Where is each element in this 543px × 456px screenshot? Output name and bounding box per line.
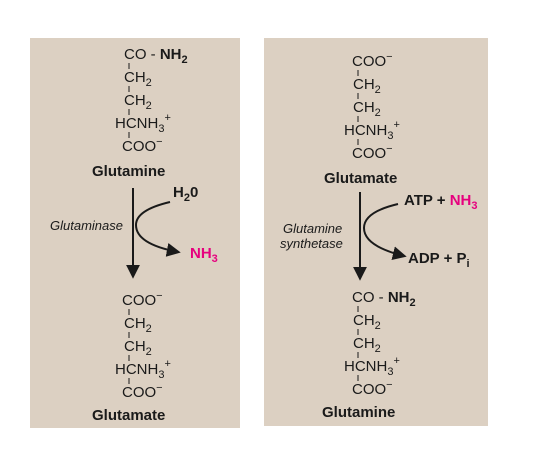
glutamate-name-label: Glutamate <box>92 407 165 424</box>
svg-text:CH2: CH2 <box>124 69 152 89</box>
svg-text:COO−: COO− <box>352 143 393 162</box>
adp-pi-label: ADP + Pi <box>408 250 470 270</box>
amide-group-label: NH <box>160 46 182 63</box>
water-label: H20 <box>173 184 198 204</box>
svg-text:CH2: CH2 <box>353 335 381 355</box>
svg-text:COO−: COO− <box>122 382 163 401</box>
glutamine-synthetase-panel: COO− CH2 CH2 HCNH3+ COO− Glutamate ATP +… <box>264 38 488 426</box>
side-arrow <box>362 203 407 261</box>
svg-text:HCNH3+: HCNH3+ <box>344 355 400 378</box>
svg-text:CH2: CH2 <box>124 92 152 112</box>
glutamine-name-label: Glutamine <box>322 404 395 421</box>
enzyme-label-line1: Glutamine <box>283 221 342 236</box>
enzyme-label-line2: synthetase <box>280 236 343 251</box>
amide-group-label: NH <box>388 289 410 306</box>
svg-text:HCNH3+: HCNH3+ <box>344 119 400 142</box>
glutamine-structure-bottom: CO - NH2 CH2 CH2 HCNH3+ COO− Glutamine <box>322 289 416 421</box>
glutamate-structure-top: COO− CH2 CH2 HCNH3+ COO− Glutamate <box>324 51 400 187</box>
svg-text:CO - NH2: CO - NH2 <box>352 289 416 309</box>
svg-text:CH2: CH2 <box>124 338 152 358</box>
svg-text:CH2: CH2 <box>124 315 152 335</box>
glutaminase-panel: CO - NH2 CH2 CH2 HCNH3+ COO− Glutamine H… <box>30 38 240 428</box>
svg-text:CH2: CH2 <box>353 312 381 332</box>
glutaminase-enzyme-label: Glutaminase <box>50 218 123 233</box>
svg-text:COO−: COO− <box>122 290 163 309</box>
svg-text:HCNH3+: HCNH3+ <box>115 112 171 135</box>
right-panel-background <box>264 38 488 426</box>
side-arrow <box>134 201 181 257</box>
svg-text:COO−: COO− <box>122 136 163 155</box>
glutamate-name-label: Glutamate <box>324 170 397 187</box>
svg-text:CO - NH2: CO - NH2 <box>124 46 188 66</box>
svg-text:COO−: COO− <box>352 379 393 398</box>
svg-text:CH2: CH2 <box>353 99 381 119</box>
glutamine-name-label: Glutamine <box>92 163 165 180</box>
glutamate-structure-bottom: COO− CH2 CH2 HCNH3+ COO− Glutamate <box>92 290 171 424</box>
ammonia-product-label: NH3 <box>190 245 218 265</box>
glutamine-structure-top: CO - NH2 CH2 CH2 HCNH3+ COO− Glutamine <box>92 46 188 180</box>
svg-text:CH2: CH2 <box>353 76 381 96</box>
left-panel-background <box>30 38 240 428</box>
atp-ammonia-label: ATP + NH3 <box>404 192 478 212</box>
svg-text:HCNH3+: HCNH3+ <box>115 358 171 381</box>
svg-text:COO−: COO− <box>352 51 393 70</box>
